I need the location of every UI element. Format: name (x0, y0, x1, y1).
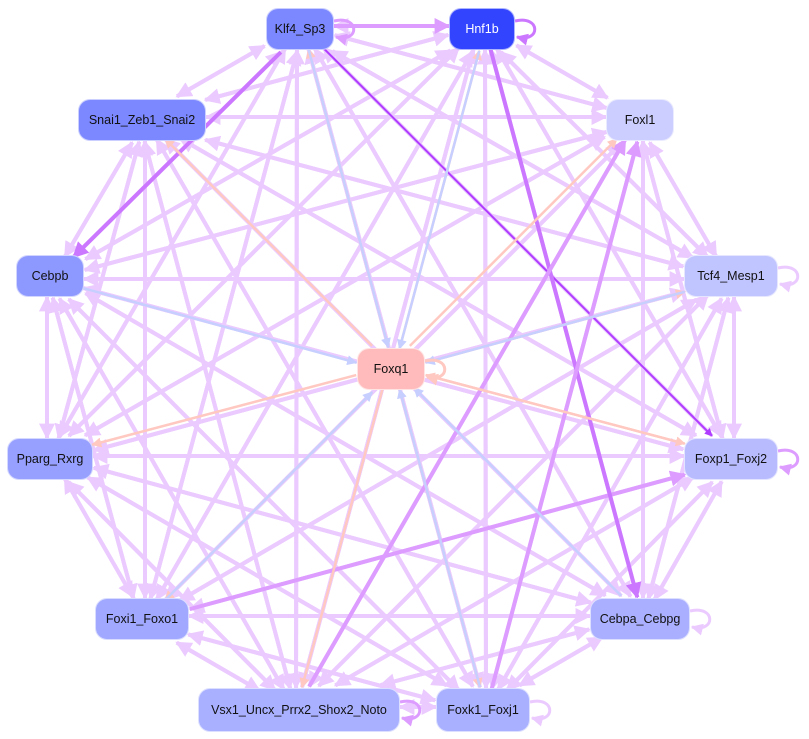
edge-Foxk1_Foxj1-to-Foxp1_Foxj2 (505, 480, 714, 692)
edge-Cebpb-to-Foxq1 (82, 286, 358, 366)
edge-Tcf4_Mesp1-to-Foxl1 (647, 141, 718, 258)
edge-Foxi1_Foxo1-to-Pparg_Rxrg (62, 477, 135, 598)
node-vsx1_uncx_prrx2_shox2_noto[interactable]: Vsx1_Uncx_Prrx2_Shox2_Noto (198, 688, 400, 732)
edge-Foxi1_Foxo1-to-Foxp1_Foxj2 (189, 470, 687, 612)
edge-Foxq1-to-Snai1_Zeb1_Snai2 (164, 137, 374, 347)
self-loop-Foxk1_Foxj1 (529, 699, 552, 727)
edge-Foxi1_Foxo1-to-Klf4_Sp3 (148, 49, 302, 600)
edge-Foxl1-to-Hnf1b (515, 43, 609, 100)
node-foxi1_foxo1[interactable]: Foxi1_Foxo1 (95, 598, 189, 640)
edge-Vsx1_Uncx_Prrx2_Shox2_Noto-to-Cebpb (57, 297, 286, 691)
edge-Vsx1_Uncx_Prrx2_Shox2_Noto-to-Pparg_Rxrg (67, 480, 277, 692)
edge-Foxi1_Foxo1-to-Cebpb (48, 296, 136, 600)
edge-Vsx1_Uncx_Prrx2_Shox2_Noto-to-Foxi1_Foxo1 (175, 640, 261, 693)
node-foxk1_foxj1[interactable]: Foxk1_Foxj1 (436, 688, 530, 732)
edge-Tcf4_Mesp1-to-Foxq1 (424, 290, 686, 366)
self-loop-Foxp1_Foxj2 (777, 448, 800, 476)
node-cebpb[interactable]: Cebpb (16, 255, 84, 297)
edge-Foxk1_Foxj1-to-Pparg_Rxrg (86, 475, 448, 688)
edge-Cebpa_Cebpg-to-Cebpb (84, 291, 607, 598)
edge-Foxq1-to-Foxl1 (408, 137, 618, 347)
node-klf4_sp3[interactable]: Klf4_Sp3 (266, 8, 334, 50)
self-loop-Hnf1b (514, 18, 537, 46)
edge-Pparg_Rxrg-to-Hnf1b (67, 46, 461, 438)
self-loop-Klf4_Sp3 (333, 18, 356, 46)
edge-Hnf1b-to-Foxq1 (397, 50, 481, 350)
node-snai1_zeb1_snai2[interactable]: Snai1_Zeb1_Snai2 (78, 99, 206, 141)
edge-Tcf4_Mesp1-to-Snai1_Zeb1_Snai2 (203, 135, 684, 269)
edge-Klf4_Sp3-to-Cebpb (71, 50, 283, 259)
node-foxp1_foxj2[interactable]: Foxp1_Foxj2 (684, 438, 778, 480)
edge-Cebpb-to-Snai1_Zeb1_Snai2 (63, 141, 134, 258)
edge-Tcf4_Mesp1-to-Hnf1b (499, 50, 710, 259)
edge-Hnf1b-to-Cebpa_Cebpg (488, 48, 642, 599)
edge-Foxk1_Foxj1-to-Cebpa_Cebpg (518, 635, 604, 688)
edge-Tcf4_Mesp1-to-Klf4_Sp3 (331, 49, 694, 260)
node-foxq1[interactable]: Foxq1 (357, 348, 425, 390)
edge-Foxp1_Foxj2-to-Foxq1 (424, 372, 686, 445)
edge-Foxl1-to-Klf4_Sp3 (333, 31, 608, 110)
edge-Vsx1_Uncx_Prrx2_Shox2_Noto-to-Snai1_Zeb1_Snai2 (140, 140, 293, 690)
edge-Foxk1_Foxj1-to-Hnf1b (477, 48, 494, 688)
edge-Vsx1_Uncx_Prrx2_Shox2_Noto-to-Foxp1_Foxj2 (334, 475, 695, 688)
self-loop-Cebpa_Cebpg (689, 608, 712, 636)
edge-Foxq1-to-Vsx1_Uncx_Prrx2_Shox2_Noto (299, 388, 384, 689)
node-hnf1b[interactable]: Hnf1b (449, 8, 515, 50)
node-foxl1[interactable]: Foxl1 (606, 99, 674, 141)
node-cebpa_cebpg[interactable]: Cebpa_Cebpg (590, 598, 690, 640)
edge-Foxk1_Foxj1-to-Foxl1 (489, 140, 642, 690)
edge-Foxi1_Foxo1-to-Tcf4_Mesp1 (178, 297, 698, 603)
node-pparg_rxrg[interactable]: Pparg_Rxrg (7, 438, 93, 480)
edge-Klf4_Sp3-to-Foxq1 (307, 48, 391, 349)
edge-Cebpa_Cebpg-to-Foxq1 (413, 387, 623, 597)
edge-Foxk1_Foxj1-to-Snai1_Zeb1_Snai2 (155, 138, 475, 688)
self-loop-Foxq1 (424, 358, 447, 386)
node-tcf4_mesp1[interactable]: Tcf4_Mesp1 (684, 255, 778, 297)
edge-Foxk1_Foxj1-to-Cebpb (67, 297, 461, 692)
edge-Foxi1_Foxo1-to-Hnf1b (154, 50, 475, 601)
edge-Pparg_Rxrg-to-Foxl1 (84, 135, 606, 438)
edge-Vsx1_Uncx_Prrx2_Shox2_Noto-to-Foxl1 (307, 138, 627, 688)
edge-Foxk1_Foxj1-to-Foxq1 (397, 388, 482, 688)
edge-Snai1_Zeb1_Snai2-to-Klf4_Sp3 (175, 44, 266, 99)
self-loop-Vsx1_Uncx_Prrx2_Shox2_Noto (399, 699, 422, 727)
edge-Foxi1_Foxo1-to-Foxq1 (164, 391, 374, 601)
edge-Klf4_Sp3-to-Foxp1_Foxj2 (322, 47, 713, 437)
edge-Foxp1_Foxj2-to-Snai1_Zeb1_Snai2 (178, 136, 698, 438)
edge-Foxq1-to-Pparg_Rxrg (91, 373, 357, 448)
edge-Vsx1_Uncx_Prrx2_Shox2_Noto-to-Tcf4_Mesp1 (317, 293, 710, 688)
edge-Vsx1_Uncx_Prrx2_Shox2_Noto-to-Klf4_Sp3 (288, 48, 305, 688)
edge-Cebpa_Cebpg-to-Foxp1_Foxj2 (652, 480, 724, 601)
self-loop-Tcf4_Mesp1 (777, 265, 800, 293)
